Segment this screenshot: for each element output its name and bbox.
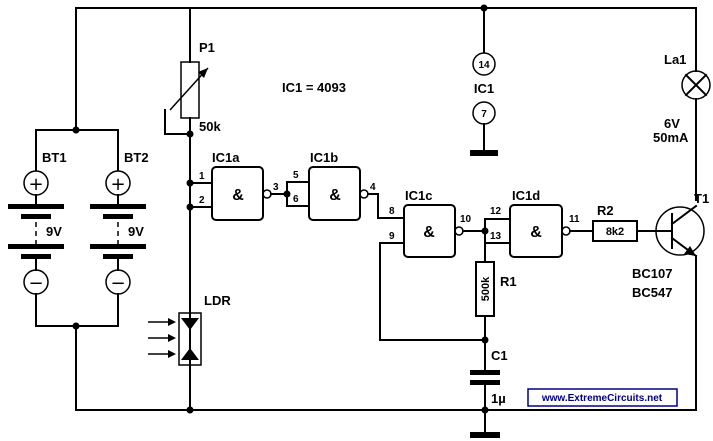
transistor-t1: T1 BC107 BC547 [632,191,709,411]
ic1-vdd-pin: 14 [478,60,490,71]
battery-bt1: + − BT1 9V [8,150,67,295]
r1-ref-label: R1 [500,274,517,289]
ic1d-pin-in1: 12 [490,206,502,217]
r1-value-label: 500k [480,276,492,301]
ic1d-pin-out: 11 [569,214,580,225]
ic1c-ref-label: IC1c [405,188,432,203]
c1-ref-label: C1 [491,348,508,363]
lamp-ref-label: La1 [664,52,686,67]
ic1-power-ref-label: IC1 [474,81,494,96]
bt1-ref-label: BT1 [42,150,67,165]
battery-wiring [35,7,119,411]
watermark-url[interactable]: www.ExtremeCircuits.net [541,393,663,404]
ic1c-pin-out: 10 [460,214,472,225]
watermark-badge[interactable]: www.ExtremeCircuits.net [527,388,678,407]
capacitor-c1: C1 1µ [470,348,508,438]
r2-value-label: 8k2 [606,226,624,238]
ic1b-ref-label: IC1b [310,150,338,165]
ic1b-and-symbol: & [329,187,341,204]
r2-ref-label: R2 [597,203,614,218]
lamp-voltage-label: 6V [664,116,680,131]
bt1-plus-sign: + [28,174,43,195]
ic1c-pin-in2: 9 [389,231,395,242]
ic1a-pin-in1: 1 [199,171,205,182]
bt2-plus-sign: + [110,174,125,195]
ic1b-pin-in2: 6 [293,194,299,205]
lamp-current-label: 50mA [653,130,689,145]
ic1d-pin-in2: 13 [490,231,502,242]
bt2-voltage-label: 9V [128,224,144,239]
transistor-ref-label: T1 [694,191,709,206]
gate-ic1d: & IC1d 12 13 11 [481,188,594,263]
lamp-la1: La1 6V 50mA [653,7,711,201]
ic1-power-pins: 14 IC1 7 [470,4,498,156]
gate-ic1a: & IC1a 1 2 3 [186,150,288,221]
ic1a-pin-in2: 2 [199,195,205,206]
ic1c-pin-in1: 8 [389,206,395,217]
resistor-r2: 8k2 R2 [592,203,665,242]
ldr-sensor: LDR [148,293,231,414]
ic-type-title: IC1 = 4093 [282,80,346,95]
ic1-gnd-pin: 7 [481,109,487,120]
potentiometer-p1: P1 50k [164,7,221,411]
ic1a-pin-out: 3 [273,182,279,193]
bt2-minus-sign: − [110,273,125,294]
transistor-type-1: BC107 [632,266,672,281]
ic1b-pin-out: 4 [370,182,376,193]
bt1-minus-sign: − [28,273,43,294]
battery-bt2: + − BT2 9V [90,150,149,295]
bt1-voltage-label: 9V [46,224,62,239]
resistor-r1: 500k R1 [475,261,517,371]
transistor-type-2: BC547 [632,285,672,300]
bt2-ref-label: BT2 [124,150,149,165]
ic1d-ref-label: IC1d [512,188,540,203]
p1-value-label: 50k [199,119,221,134]
ic1d-and-symbol: & [530,224,542,241]
gate-ic1c: & IC1c 8 9 10 [379,188,486,341]
ic1c-and-symbol: & [423,224,435,241]
ic1a-ref-label: IC1a [212,150,240,165]
p1-ref-label: P1 [199,40,215,55]
gate-ic1b: & IC1b 5 6 4 [283,150,405,221]
ldr-ref-label: LDR [204,293,231,308]
c1-value-label: 1µ [491,391,506,406]
ic1a-and-symbol: & [232,187,244,204]
ic1b-pin-in1: 5 [293,170,299,181]
